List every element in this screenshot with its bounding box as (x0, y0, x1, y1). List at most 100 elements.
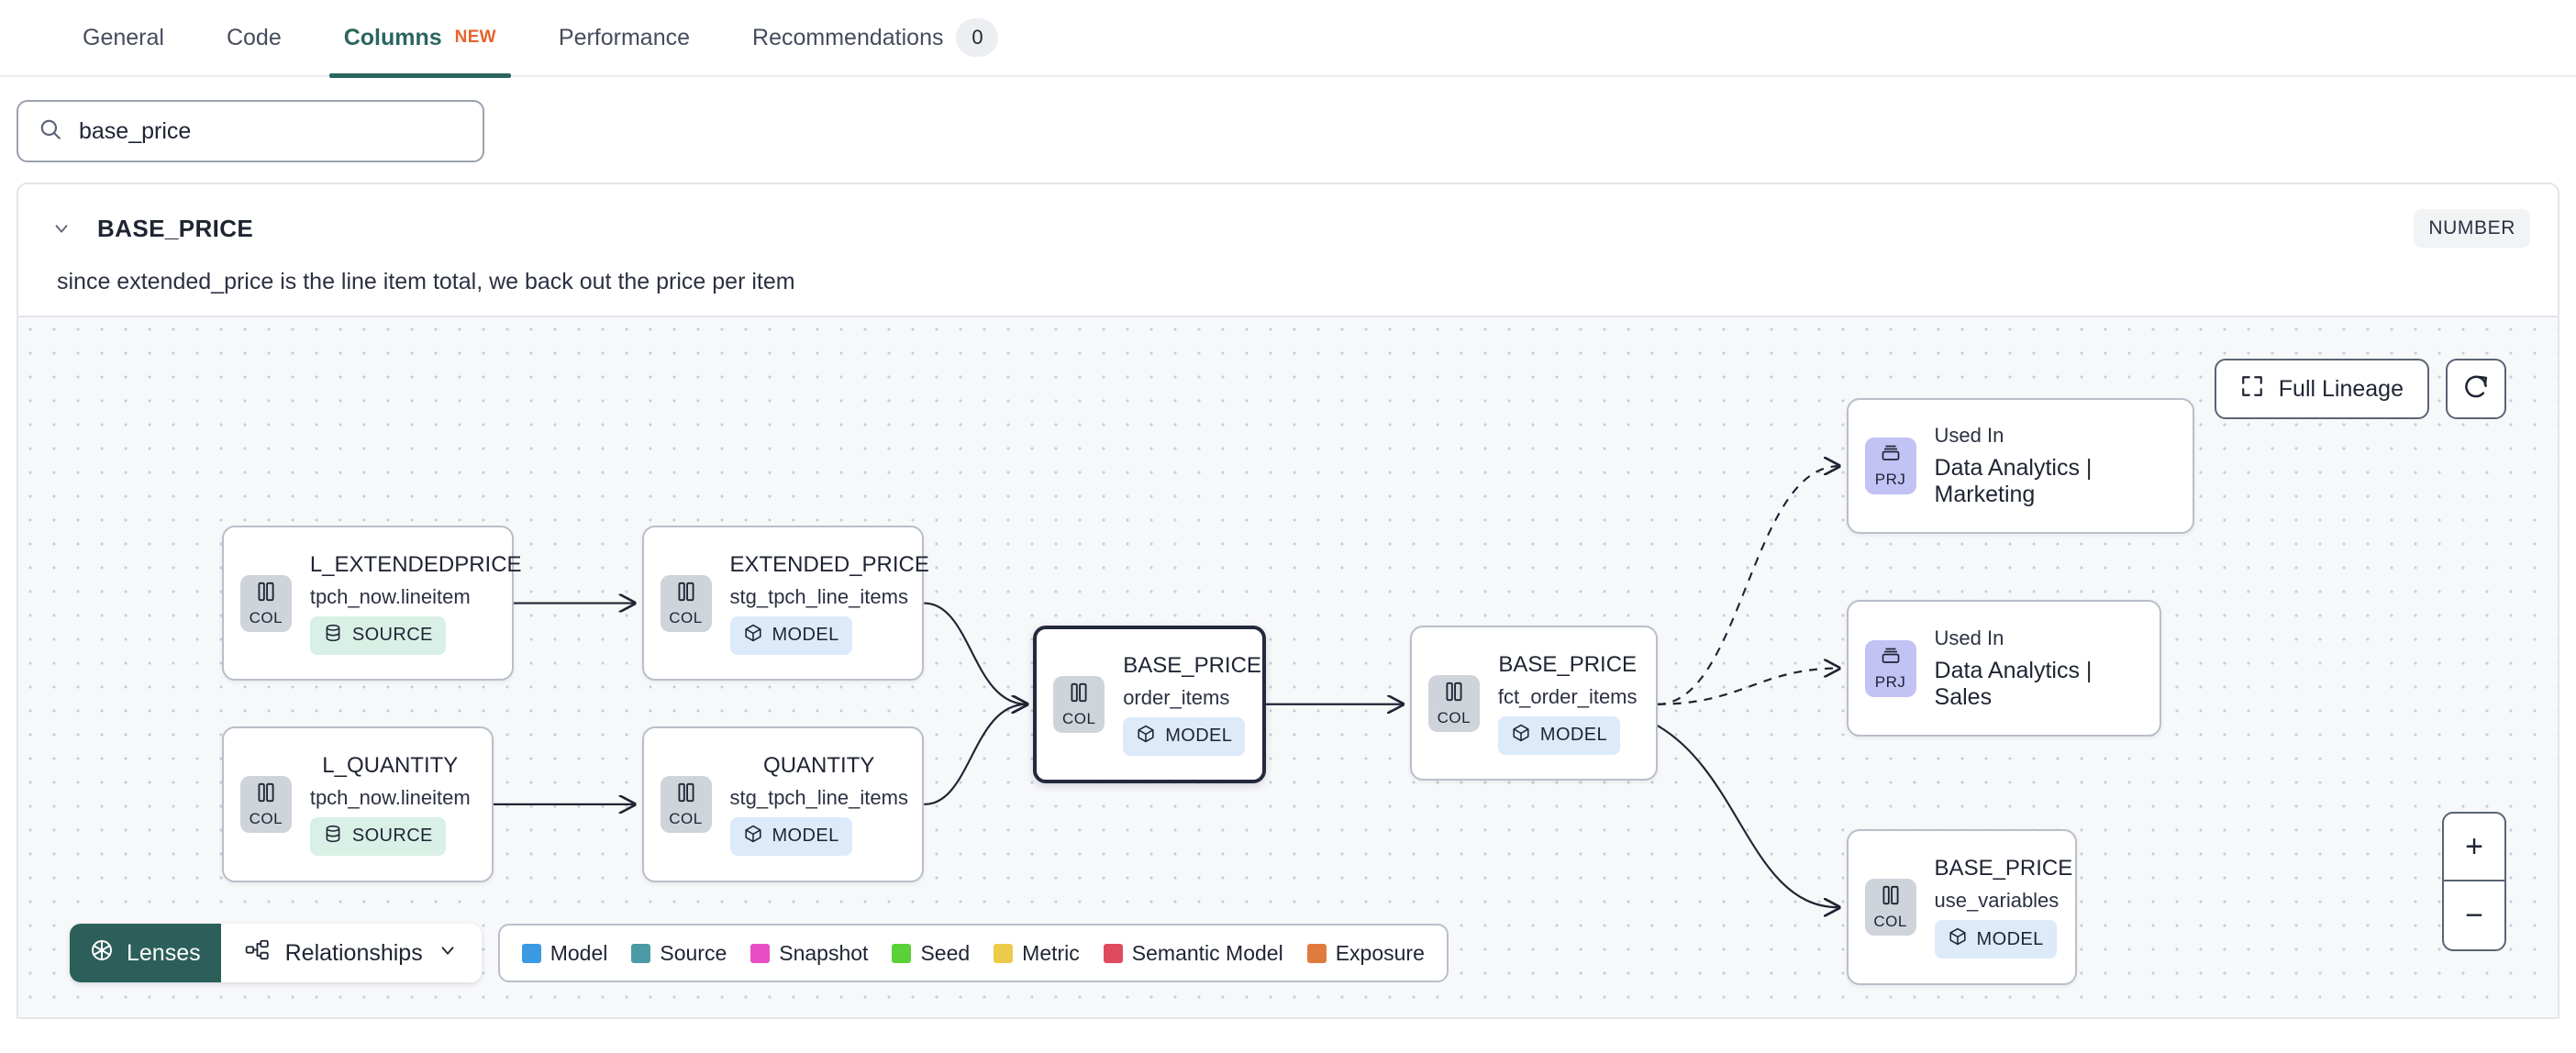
search-area (0, 77, 2576, 183)
lineage-canvas[interactable]: COL L_EXTENDEDPRICE tpch_now.lineitem SO… (18, 316, 2558, 1017)
tab-columns[interactable]: Columns NEW (313, 0, 527, 78)
node-body: L_QUANTITY tpch_now.lineitem SOURCE (309, 752, 471, 856)
legend-label: Source (660, 940, 727, 965)
relationships-dropdown[interactable]: Relationships (220, 924, 482, 982)
lineage-node-prj_sales[interactable]: PRJ Used In Data Analytics | Sales (1846, 600, 2162, 737)
node-title: BASE_PRICE (1123, 652, 1261, 678)
lenses-button[interactable]: Lenses (70, 924, 221, 982)
legend-item-snapshot[interactable]: Snapshot (750, 941, 868, 966)
chevron-down-icon[interactable] (46, 218, 77, 238)
node-subtitle: stg_tpch_line_items (729, 584, 908, 608)
legend-swatch (1306, 943, 1327, 963)
column-type-icon-badge: COL (1427, 674, 1480, 732)
node-subtitle: order_items (1123, 685, 1230, 709)
legend-item-semantic-model[interactable]: Semantic Model (1103, 940, 1283, 966)
full-lineage-button[interactable]: Full Lineage (2214, 359, 2429, 419)
legend-label: Semantic Model (1131, 940, 1283, 965)
zoom-in-button[interactable]: + (2444, 814, 2504, 881)
node-body: EXTENDED_PRICE stg_tpch_line_items MODEL (729, 552, 929, 655)
tab-performance[interactable]: Performance (527, 0, 721, 76)
column-card: BASE_PRICE NUMBER since extended_price i… (17, 183, 2559, 1019)
legend-item-source[interactable]: Source (631, 941, 727, 966)
node-title: L_QUANTITY (322, 752, 459, 778)
model-icon (743, 824, 763, 849)
legend-label: Seed (920, 940, 971, 965)
tab-general[interactable]: General (51, 0, 195, 76)
lens-group: Lenses Relationships (70, 924, 482, 982)
node-resource-tag: MODEL (1497, 715, 1621, 755)
tab-new-badge: NEW (454, 28, 496, 47)
model-icon (1511, 723, 1531, 748)
refresh-button[interactable] (2446, 359, 2506, 419)
badge-label: COL (669, 608, 703, 626)
column-icon (254, 580, 278, 608)
tab-recommendations-label: Recommendations (752, 24, 944, 50)
lineage-node-prj_marketing[interactable]: PRJ Used In Data Analytics | Marketing (1846, 397, 2195, 535)
model-icon (1136, 724, 1156, 749)
project-icon (1879, 646, 1903, 672)
project-name: Data Analytics | Sales (1934, 657, 2093, 710)
search-input[interactable] (79, 117, 462, 145)
node-body: Used In Data Analytics | Marketing (1935, 424, 2173, 508)
node-subtitle: tpch_now.lineitem (309, 785, 471, 809)
badge-label: COL (1437, 708, 1471, 726)
column-type-icon-badge: COL (1053, 675, 1105, 733)
column-type-icon-badge: COL (239, 775, 292, 833)
legend-swatch (631, 943, 651, 963)
zoom-controls: + − (2442, 812, 2506, 951)
lineage-node-base_price_order_items[interactable]: COL BASE_PRICE order_items MODEL (1033, 625, 1266, 783)
lineage-node-base_price_fct_order_items[interactable]: COL BASE_PRICE fct_order_items MODEL (1409, 625, 1658, 781)
badge-label: COL (249, 608, 283, 626)
refresh-icon (2462, 373, 2490, 405)
legend-swatch (521, 943, 541, 963)
node-subtitle: use_variables (1934, 889, 2060, 913)
graph-bottom-controls: Lenses Relationships (70, 924, 1449, 982)
node-title: QUANTITY (763, 752, 875, 778)
node-body: BASE_PRICE order_items MODEL (1123, 653, 1261, 756)
lineage-node-l_quantity[interactable]: COL L_QUANTITY tpch_now.lineitem SOURCE (221, 726, 494, 882)
node-resource-tag: MODEL (729, 816, 852, 856)
column-type-icon-badge: COL (239, 574, 292, 632)
search-icon (39, 117, 62, 146)
node-body: BASE_PRICE use_variables MODEL (1934, 856, 2072, 959)
legend-item-model[interactable]: Model (521, 940, 608, 966)
legend-label: Snapshot (779, 940, 869, 965)
model-icon (743, 623, 763, 648)
column-type-icon-badge: COL (1864, 879, 1916, 937)
lineage-node-quantity[interactable]: COL QUANTITY stg_tpch_line_items MODEL (641, 726, 925, 882)
lineage-edges (493, 317, 2558, 1017)
search-box[interactable] (17, 100, 484, 162)
node-resource-tag: MODEL (1123, 716, 1246, 756)
tab-code-label: Code (226, 24, 282, 50)
zoom-out-button[interactable]: − (2465, 897, 2483, 933)
legend-item-seed[interactable]: Seed (892, 941, 970, 966)
node-subtitle: fct_order_items (1497, 684, 1638, 708)
source-icon (323, 824, 343, 849)
node-subtitle: stg_tpch_line_items (729, 785, 908, 809)
tab-code[interactable]: Code (195, 0, 313, 76)
legend-item-metric[interactable]: Metric (994, 941, 1080, 966)
page-title: BASE_PRICE (97, 214, 254, 242)
legend-swatch (1103, 943, 1123, 963)
node-resource-tag: MODEL (729, 615, 852, 655)
badge-label: PRJ (1874, 672, 1906, 691)
tab-columns-label: Columns (343, 24, 442, 50)
project-icon (1879, 443, 1903, 470)
tab-recommendations[interactable]: Recommendations 0 (721, 0, 1029, 76)
node-subtitle: tpch_now.lineitem (309, 584, 471, 608)
used-in-label: Used In (1934, 424, 2004, 448)
aperture-icon (90, 938, 114, 969)
legend-swatch (750, 943, 771, 963)
legend-label: Model (550, 940, 608, 965)
lineage-node-extended_price[interactable]: COL EXTENDED_PRICE stg_tpch_line_items M… (641, 525, 929, 682)
project-icon-badge: PRJ (1864, 438, 1916, 495)
node-resource-tag: SOURCE (309, 615, 446, 655)
tab-general-label: General (83, 24, 164, 50)
full-lineage-label: Full Lineage (2278, 375, 2404, 402)
lineage-node-base_price_use_variables[interactable]: COL BASE_PRICE use_variables MODEL (1846, 829, 2078, 986)
project-name: Data Analytics | Marketing (1934, 455, 2093, 508)
lineage-node-l_extendedprice[interactable]: COL L_EXTENDEDPRICE tpch_now.lineitem SO… (221, 525, 522, 682)
legend-item-exposure[interactable]: Exposure (1306, 941, 1425, 966)
column-icon (254, 781, 278, 809)
column-description: since extended_price is the line item to… (57, 269, 795, 294)
